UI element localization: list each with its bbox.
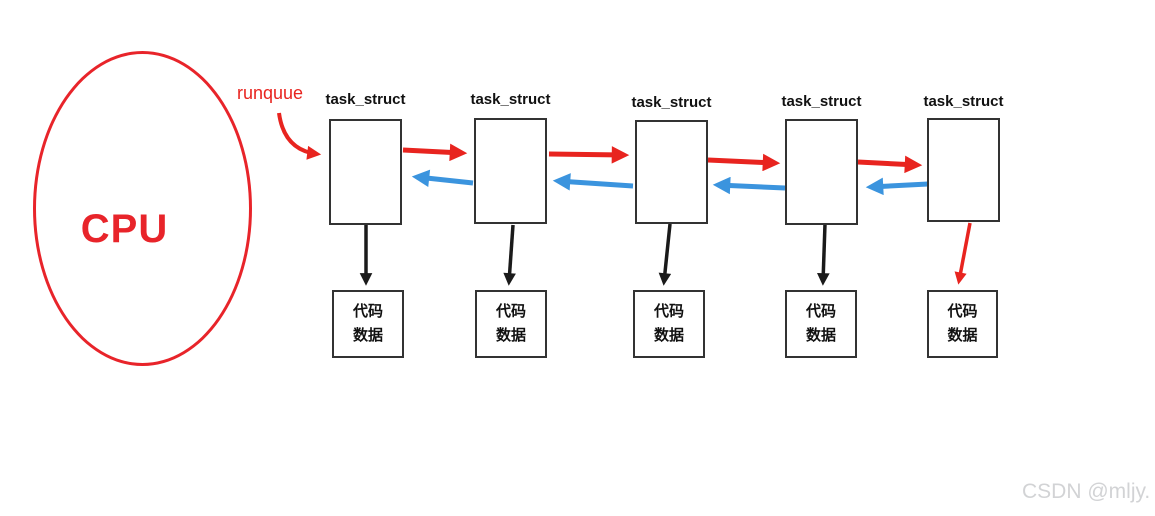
cpu-label: CPU [80, 207, 169, 251]
task-struct-box [474, 118, 547, 224]
memory-pointer-arrow-red [954, 222, 972, 285]
watermark: CSDN @mljy. [1022, 480, 1151, 503]
data-line: 数据 [947, 327, 978, 344]
code-line: 代码 [495, 303, 526, 320]
runqueue-arrow [277, 112, 322, 160]
data-line: 数据 [352, 327, 383, 344]
cpu-ellipse: CPU [33, 51, 252, 366]
task-struct-label: task_struct [470, 91, 551, 108]
next-pointer-arrow [402, 143, 468, 162]
code-data-box: 代码 数据 [475, 290, 547, 358]
task-struct-label: task_struct [781, 93, 862, 110]
task-struct-label: task_struct [631, 94, 712, 111]
code-line: 代码 [947, 303, 978, 320]
next-pointer-arrow [548, 146, 630, 164]
next-pointer-arrow [707, 153, 781, 172]
code-data-box: 代码 数据 [927, 290, 998, 358]
task-struct-box [635, 120, 708, 224]
code-line: 代码 [653, 303, 684, 320]
memory-pointer-arrow [658, 223, 672, 286]
memory-pointer-arrow [503, 224, 516, 286]
task-struct-label: task_struct [923, 93, 1004, 110]
next-pointer-arrow [857, 155, 923, 174]
data-line: 数据 [805, 327, 836, 344]
prev-pointer-arrow [712, 176, 786, 195]
code-data-box: 代码 数据 [785, 290, 857, 358]
memory-pointer-arrow [817, 223, 830, 286]
code-line: 代码 [352, 303, 383, 320]
task-struct-box [927, 118, 1000, 222]
prev-pointer-arrow [411, 169, 474, 188]
task-struct-box [329, 119, 402, 225]
data-line: 数据 [653, 327, 684, 344]
code-line: 代码 [805, 303, 836, 320]
task-struct-label: task_struct [325, 91, 406, 108]
task-struct-box [785, 119, 858, 225]
prev-pointer-arrow [865, 177, 929, 196]
prev-pointer-arrow [552, 173, 634, 191]
code-data-box: 代码 数据 [633, 290, 705, 358]
data-line: 数据 [495, 327, 526, 344]
runqueue-label: runquue [237, 83, 304, 103]
code-data-box: 代码 数据 [332, 290, 404, 358]
